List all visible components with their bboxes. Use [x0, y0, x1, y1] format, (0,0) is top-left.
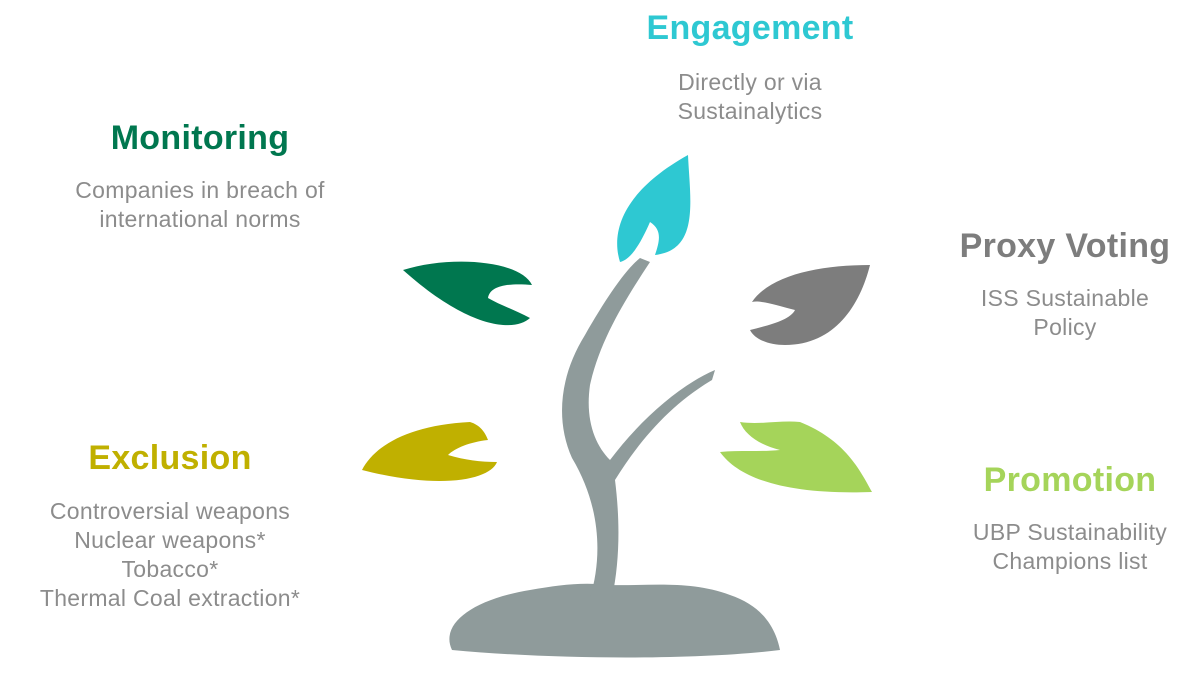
exclusion-block: Exclusion Controversial weapons Nuclear … [0, 438, 340, 613]
monitoring-line: international norms [99, 206, 301, 232]
promotion-title: Promotion [983, 461, 1157, 499]
exclusion-leaf [362, 422, 497, 482]
promotion-block: Promotion UBP Sustainability Champions l… [945, 460, 1195, 576]
engagement-block: Engagement Directly or via Sustainalytic… [610, 8, 890, 126]
promotion-line: UBP Sustainability [972, 519, 1168, 545]
tree-trunk [562, 258, 715, 598]
monitoring-title: Monitoring [110, 119, 290, 157]
exclusion-title: Exclusion [88, 439, 252, 477]
engagement-leaf [617, 155, 691, 262]
promotion-line: Champions list [992, 548, 1148, 574]
proxy-voting-line: ISS Sustainable [980, 285, 1150, 311]
proxy-voting-leaf [750, 265, 870, 345]
proxy-voting-line: Policy [1033, 314, 1097, 340]
proxy-voting-title: Proxy Voting [959, 227, 1171, 265]
promotion-leaf [720, 421, 872, 493]
engagement-line: Sustainalytics [677, 98, 823, 124]
ground-mound [449, 583, 780, 658]
exclusion-line: Nuclear weapons* [74, 527, 266, 553]
exclusion-line: Controversial weapons [49, 498, 291, 524]
engagement-line: Directly or via [678, 69, 822, 95]
exclusion-line: Thermal Coal extraction* [39, 585, 301, 611]
monitoring-line: Companies in breach of [75, 177, 325, 203]
monitoring-block: Monitoring Companies in breach of intern… [40, 118, 360, 234]
exclusion-line: Tobacco* [121, 556, 219, 582]
monitoring-leaf [403, 261, 532, 326]
engagement-title: Engagement [646, 9, 854, 47]
proxy-voting-block: Proxy Voting ISS Sustainable Policy [935, 226, 1195, 342]
